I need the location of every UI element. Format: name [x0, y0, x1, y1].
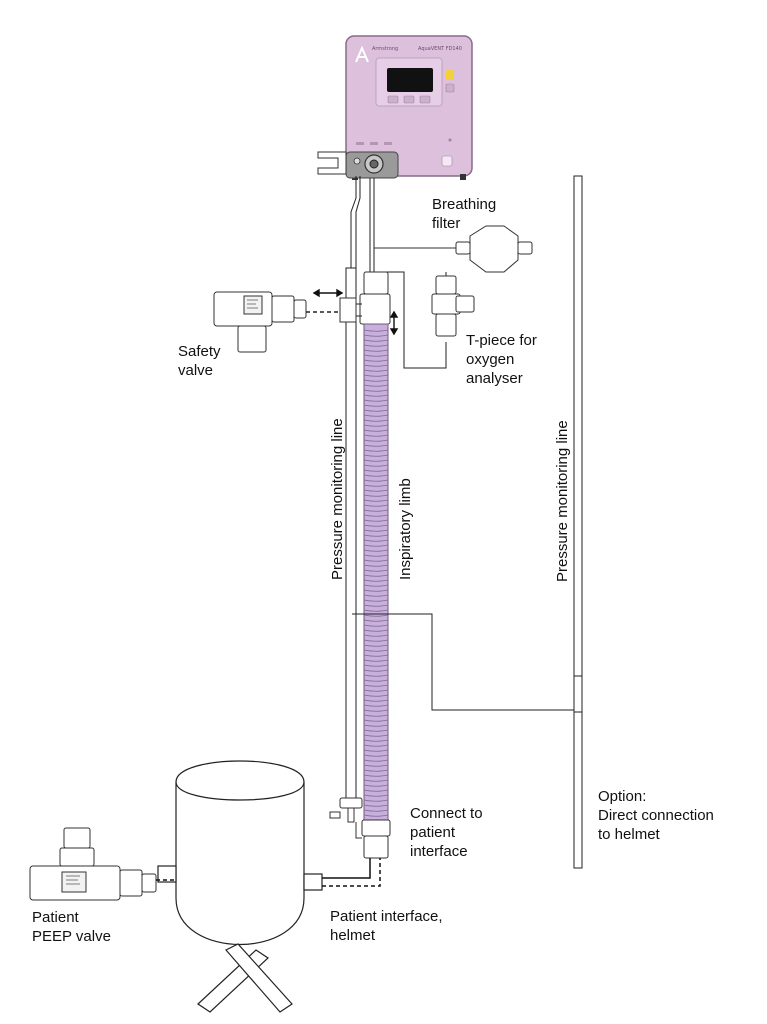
device-brand: Armstrong [372, 46, 398, 52]
move-arrow-vertical-icon [389, 310, 399, 336]
ventilator-device: Armstrong AquaVENT FD140 [317, 35, 473, 180]
label-safety-valve: Safety valve [178, 343, 221, 379]
display-screen [387, 68, 433, 92]
label-breathing-filter: Breathing filter [432, 196, 497, 232]
safety-valve-connection [306, 297, 362, 323]
pressure-monitoring-line-path [350, 176, 375, 272]
power-button-icon [441, 155, 453, 167]
helmet-limb-connection [322, 858, 381, 887]
label-inspiratory-limb: Inspiratory limb [397, 478, 414, 580]
t-piece-connector [431, 275, 475, 337]
inspiratory-limb-tube [363, 323, 389, 821]
helmet-straps [197, 943, 293, 1013]
breathing-filter [374, 225, 533, 273]
inspiratory-top-connector [359, 271, 391, 325]
inspiratory-bottom-connector [361, 819, 391, 859]
label-t-piece: T-piece for oxygen analyser [466, 332, 537, 387]
label-connect-patient-interface: Connect to patient interface [410, 805, 483, 860]
label-peep-valve: Patient PEEP valve [32, 909, 111, 945]
brand-logo-icon [355, 45, 369, 63]
label-pressure-monitoring-line-right: Pressure monitoring line [554, 420, 571, 582]
label-pressure-monitoring-line-left: Pressure monitoring line [329, 418, 346, 580]
pressure-monitoring-tube-right [573, 175, 583, 869]
label-patient-interface-helmet: Patient interface, helmet [330, 908, 443, 944]
device-model: AquaVENT FD140 [418, 46, 462, 52]
peep-valve [29, 827, 157, 901]
move-arrow-horizontal-icon [312, 288, 344, 298]
indicator-light [446, 70, 454, 80]
safety-valve [213, 291, 307, 353]
patient-helmet [157, 760, 323, 946]
pressure-line-tap [329, 797, 363, 839]
label-option-direct-connection: Option: Direct connection to helmet [598, 788, 714, 843]
direct-helmet-connection-line [352, 613, 578, 711]
pressure-monitoring-tube-left [345, 267, 357, 799]
